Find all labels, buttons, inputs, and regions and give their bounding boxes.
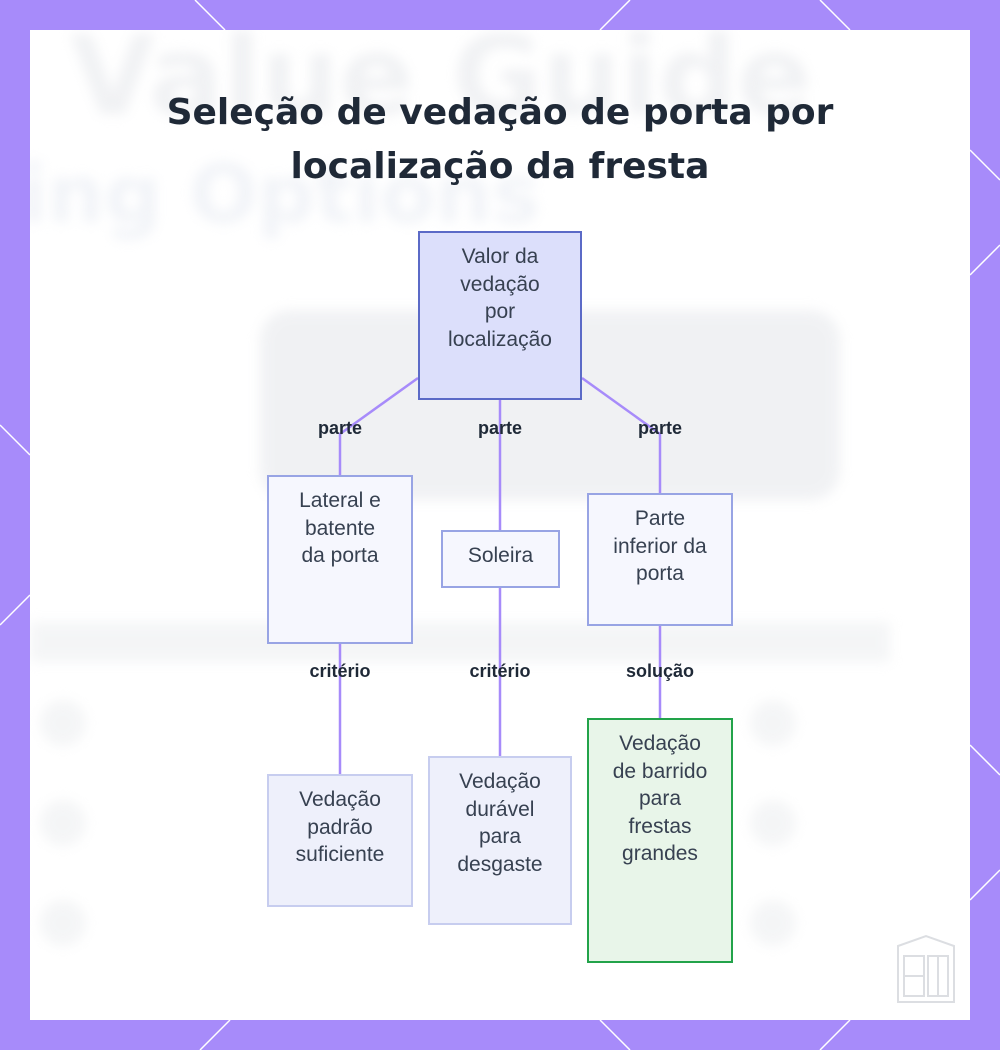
- edge-root-side: [338, 376, 419, 475]
- background-circle: [750, 800, 796, 846]
- background-circle: [750, 900, 796, 946]
- node-bottom-line: Parte: [634, 507, 686, 530]
- node-root-line: por: [484, 300, 516, 323]
- node-durable-seal-line: Vedação: [459, 770, 541, 793]
- node-sweep-seal-line: para: [638, 787, 682, 810]
- background-circle: [40, 700, 86, 746]
- edge-label-root-side: parte: [317, 418, 362, 438]
- node-standard-seal-line: Vedação: [299, 788, 381, 811]
- node-side-line: da porta: [301, 544, 379, 567]
- node-sweep-seal-line: de barrido: [612, 759, 708, 783]
- node-sweep-seal-line: grandes: [622, 842, 698, 865]
- title-line-1: Seleção de vedação de porta por: [166, 92, 834, 133]
- title-line-2: localização da fresta: [290, 146, 710, 187]
- node-threshold: Soleira: [441, 530, 560, 588]
- background-text-1: Value Guide: [70, 30, 812, 140]
- node-side-line: batente: [304, 516, 376, 540]
- edge-label-side-standard: critério: [309, 661, 371, 681]
- background-band: [30, 622, 890, 662]
- node-sweep-seal: Vedação de barrido para frestas grandes: [587, 718, 733, 963]
- node-bottom: Parte inferior da porta: [587, 493, 733, 626]
- node-side-line: Lateral e: [299, 489, 381, 512]
- node-root: Valor da vedação por localização: [418, 231, 582, 400]
- background-circle: [750, 700, 796, 746]
- node-durable-seal-line: para: [478, 825, 521, 848]
- node-root-line: localização: [448, 327, 552, 351]
- background-text-2: ing Options: [30, 148, 540, 241]
- edge-label-root-threshold: parte: [477, 418, 522, 438]
- blurred-background: Value Guide ing Options: [30, 30, 970, 1020]
- node-durable-seal: Vedação durável para desgaste: [428, 756, 572, 925]
- node-durable-seal-line: durável: [465, 797, 535, 821]
- node-sweep-seal-line: Vedação: [619, 732, 701, 755]
- diagram-card: Value Guide ing Options Seleção de vedaç…: [30, 30, 970, 1020]
- node-side: Lateral e batente da porta: [267, 475, 413, 644]
- node-standard-seal-line: suficiente: [295, 843, 385, 866]
- edge-root-bottom: [581, 376, 662, 493]
- node-durable-seal-line: desgaste: [457, 852, 543, 876]
- node-bottom-line: inferior da: [613, 534, 707, 558]
- edge-label-threshold-durable: critério: [469, 661, 531, 681]
- node-threshold-line: Soleira: [467, 544, 534, 567]
- edge-label-root-bottom: parte: [637, 418, 682, 438]
- background-circle: [40, 900, 86, 946]
- node-standard-seal: Vedação padrão suficiente: [267, 774, 413, 907]
- node-root-line: Valor da: [461, 245, 539, 268]
- watermark-logo-icon: [897, 934, 955, 1003]
- node-bottom-line: porta: [636, 562, 684, 585]
- node-sweep-seal-line: frestas: [628, 814, 692, 838]
- background-circle: [40, 800, 86, 846]
- node-standard-seal-line: padrão: [307, 815, 373, 839]
- edges-layer: [338, 376, 662, 774]
- diagram-title: Seleção de vedação de porta por localiza…: [30, 86, 970, 194]
- node-root-line: vedação: [460, 272, 540, 296]
- edge-label-bottom-sweep: solução: [625, 661, 695, 681]
